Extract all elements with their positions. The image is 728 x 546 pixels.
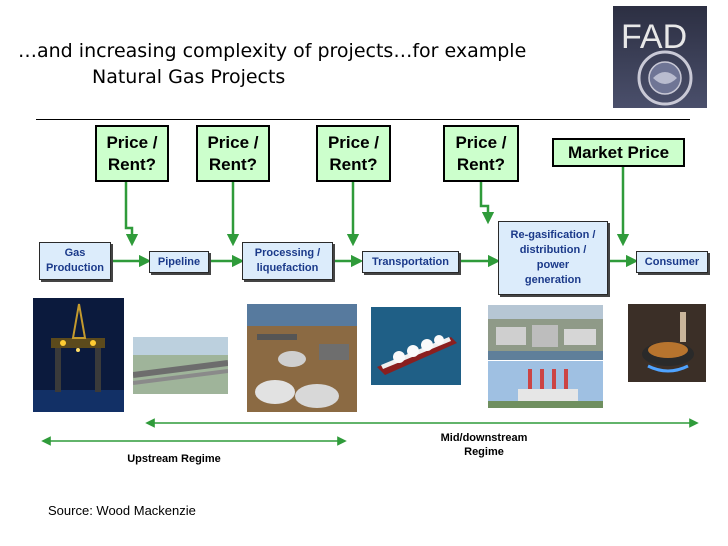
title-line-2: Natural Gas Projects <box>92 66 286 88</box>
gas-production-line-2: Production <box>45 262 105 274</box>
price-box-3-line-1: Price / <box>327 132 380 152</box>
price-arrow-4 <box>479 182 495 225</box>
price-rent-box-2: Price /Rent? <box>196 125 270 182</box>
lng-tanker-image <box>371 307 461 385</box>
processing-line-1: Processing / <box>254 247 321 259</box>
regas-line-3: power <box>536 259 570 271</box>
power-station-image <box>488 361 603 408</box>
upstream-regime-label: Upstream Regime <box>127 453 221 465</box>
price-rent-box-1: Price /Rent? <box>95 125 169 182</box>
step-consumer: Consumer <box>636 251 708 273</box>
pipeline-image <box>133 337 228 394</box>
price-box-2-line-1: Price / <box>207 132 259 152</box>
price-box-4-line-2: Rent? <box>456 154 506 174</box>
price-box-3-line-2: Rent? <box>329 154 378 174</box>
midstream-regime-line-1: Mid/downstream <box>440 432 528 444</box>
step-processing: Processing / liquefaction <box>242 242 333 280</box>
price-rent-box-3: Price /Rent? <box>316 125 391 182</box>
step-regasification: Re-gasification / distribution / power gene… <box>498 221 608 295</box>
processing-line-2: liquefaction <box>256 262 319 274</box>
regasification-terminal-image <box>488 305 603 360</box>
regas-line-4: generation <box>524 274 582 286</box>
step-transportation: Transportation <box>362 251 459 273</box>
consumer-cooking-image <box>628 304 706 382</box>
consumer-label: Consumer <box>644 255 700 268</box>
regas-line-2: distribution / <box>519 244 587 256</box>
slide-title: …and increasing complexity of projects…f… <box>18 38 526 90</box>
pipeline-label: Pipeline <box>157 255 201 268</box>
source-note: Source: Wood Mackenzie <box>48 503 196 518</box>
header-divider <box>36 119 690 120</box>
imf-logo-icon: FAD <box>613 6 707 108</box>
logo-text: FAD <box>621 18 687 56</box>
market-price-box: Market Price <box>552 138 685 167</box>
step-pipeline: Pipeline <box>149 251 209 273</box>
logo-graphic: FAD <box>621 18 693 106</box>
price-box-4-line-1: Price / <box>455 132 507 152</box>
midstream-regime-line-2: Regime <box>464 446 504 458</box>
price-arrow-1 <box>124 182 139 247</box>
lng-plant-image <box>247 304 357 412</box>
price-box-1-line-2: Rent? <box>107 154 157 174</box>
regas-line-1: Re-gasification / <box>510 229 596 241</box>
market-price-label: Market Price <box>567 142 670 162</box>
price-rent-box-4: Price /Rent? <box>443 125 519 182</box>
transportation-label: Transportation <box>371 255 449 268</box>
offshore-platform-image <box>33 298 124 412</box>
gas-production-line-1: Gas <box>64 247 86 259</box>
title-line-1: …and increasing complexity of projects…f… <box>18 40 527 62</box>
price-box-1-line-1: Price / <box>106 132 158 152</box>
price-box-2-line-2: Rent? <box>208 154 258 174</box>
